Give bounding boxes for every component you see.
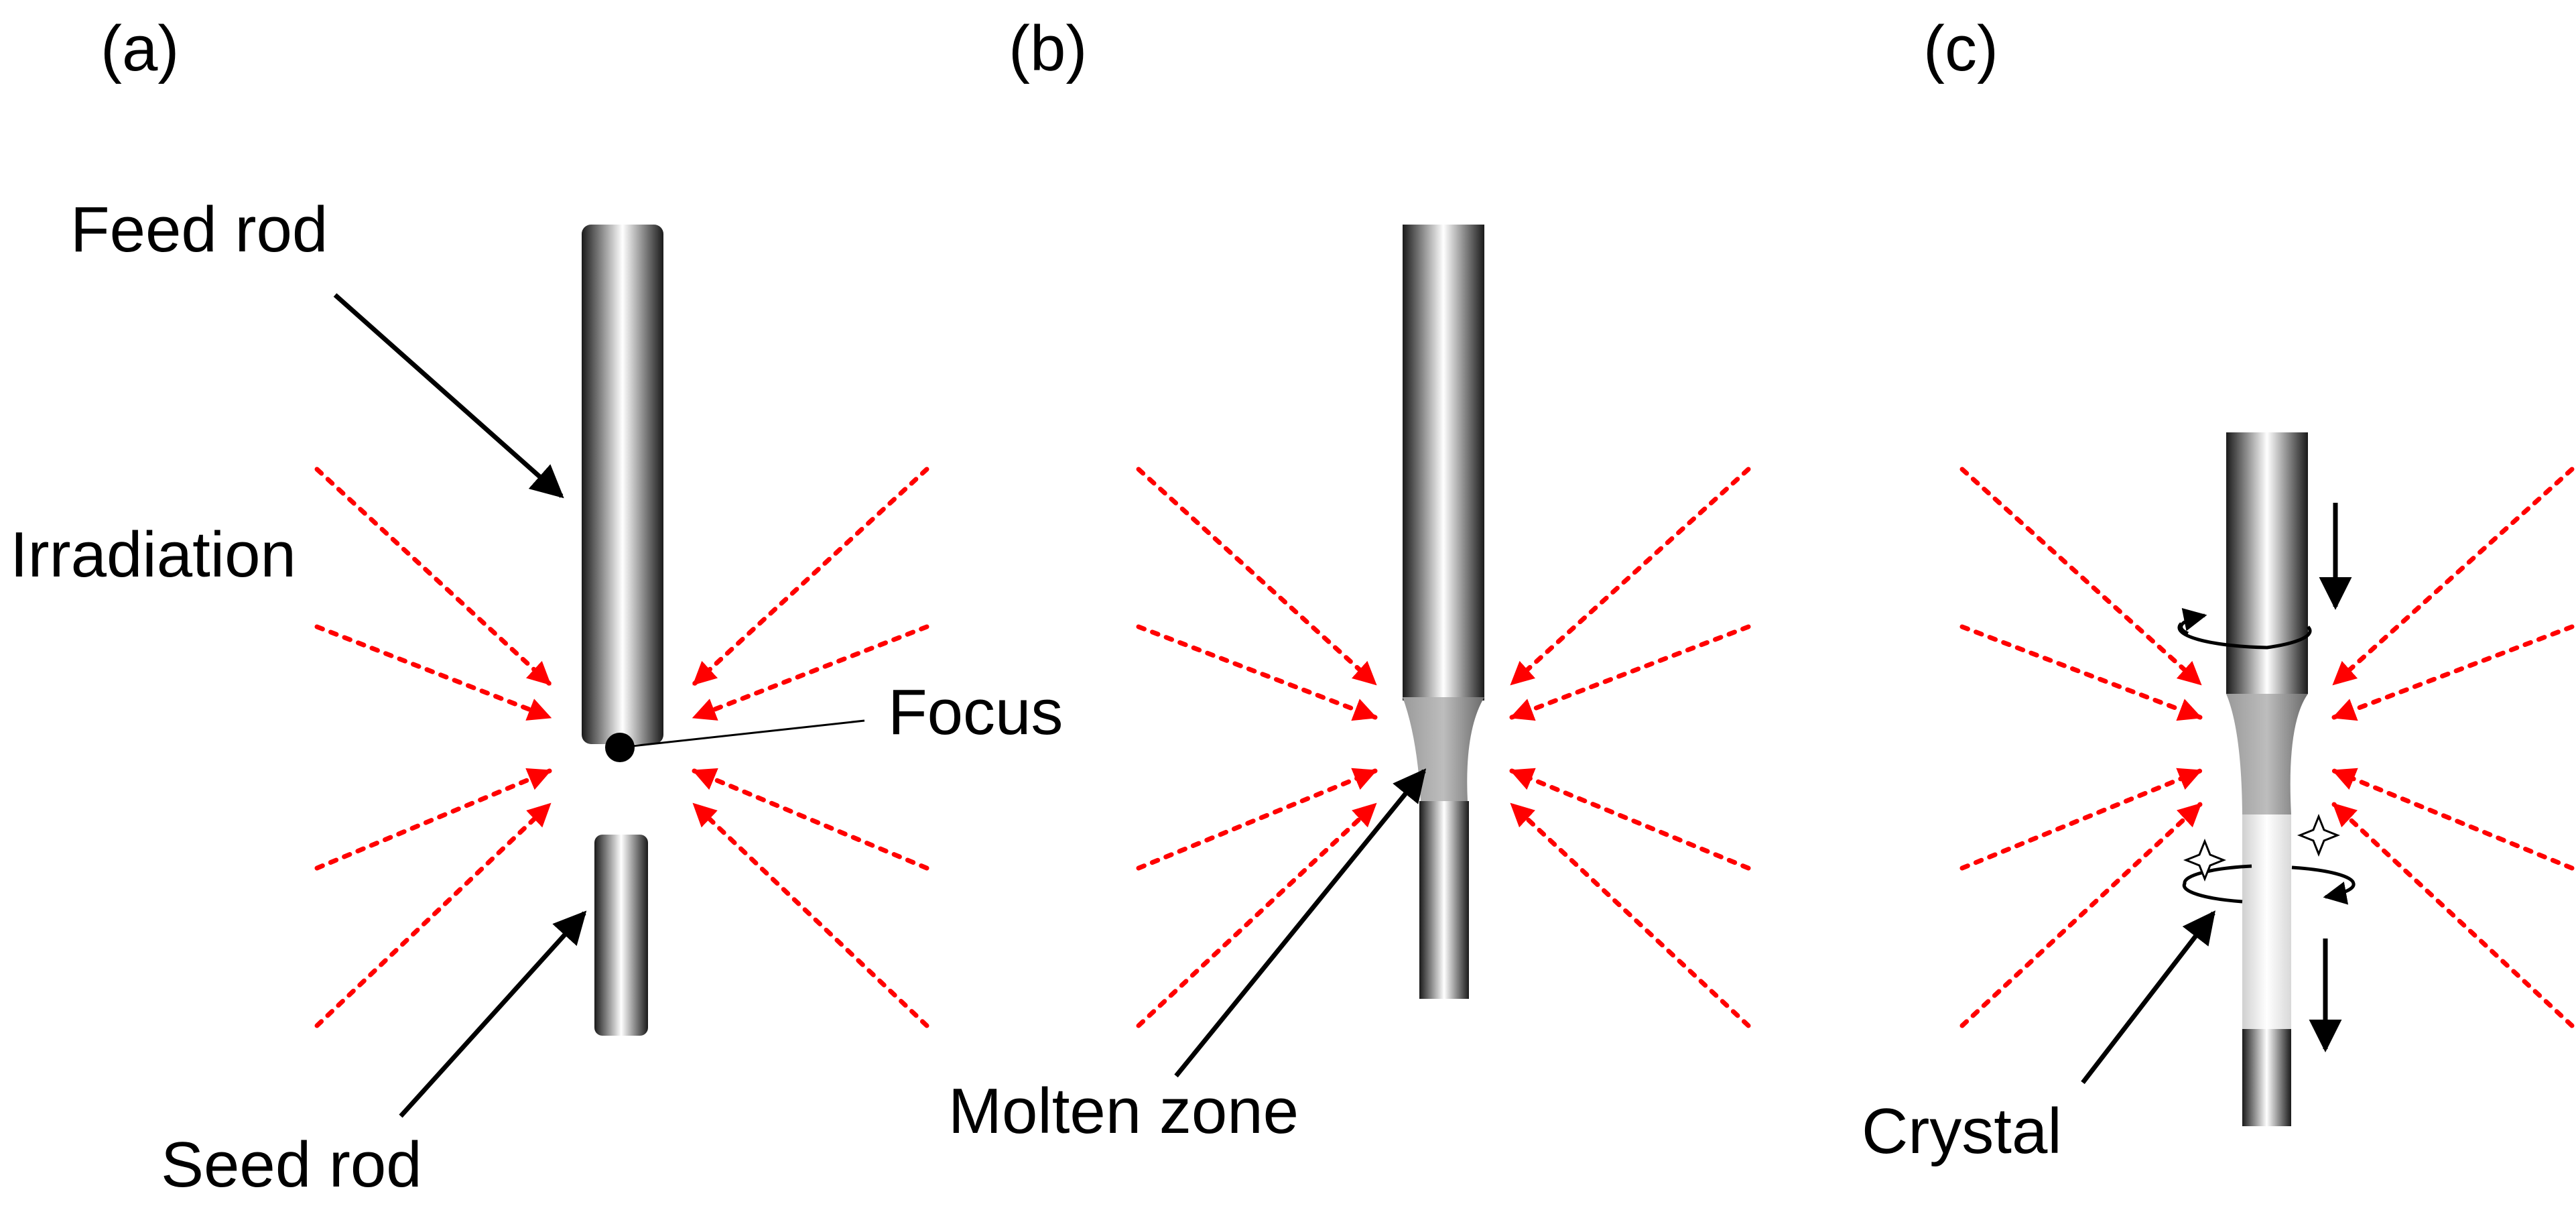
irradiation-ray-arrow-icon [1136, 467, 1378, 686]
irradiation-ray-arrow-icon [2331, 802, 2575, 1028]
panel-label-b: (b) [1009, 13, 1087, 84]
irradiation-ray-arrow-icon [1136, 768, 1378, 871]
irradiation-rays [314, 467, 2575, 1028]
seed-rod [1419, 801, 1469, 999]
molten-zone [2226, 694, 2308, 814]
crystal-arrow-icon [2081, 910, 2215, 1085]
sparkle-icon [2297, 813, 2341, 857]
rotation-arrow-icon [2291, 865, 2356, 905]
panel-b: Molten zone [948, 225, 1484, 1147]
irradiation-ray-arrow-icon [692, 802, 929, 1028]
irradiation-ray-arrow-icon [314, 802, 552, 1028]
irradiation-ray-arrow-icon [692, 624, 929, 721]
irradiation-ray-arrow-icon [1509, 467, 1751, 686]
irradiation-label: Irradiation [10, 519, 296, 591]
rotation-arrow-icon [2182, 864, 2252, 904]
sparkle-icon [2183, 838, 2227, 882]
seed-rod [2242, 1029, 2291, 1126]
feed-rod [1403, 225, 1484, 701]
rotation-arrow-icon [2177, 622, 2312, 650]
panel-a: Feed rod Irradiation Focus Seed rod [10, 194, 1063, 1201]
irradiation-ray-arrow-icon [1959, 802, 2203, 1028]
feed-rod-label: Feed rod [70, 194, 328, 265]
irradiation-ray-arrow-icon [1136, 624, 1378, 721]
irradiation-ray-arrow-icon [1509, 624, 1751, 721]
irradiation-ray-arrow-icon [2331, 624, 2575, 721]
panel-c: Crystal [1862, 432, 2356, 1167]
molten-zone-label: Molten zone [948, 1075, 1299, 1147]
rotation-arrow-icon [2179, 608, 2207, 636]
irradiation-ray-arrow-icon [1959, 467, 2203, 686]
panel-label-a: (a) [101, 13, 179, 84]
crystal [2242, 814, 2291, 1029]
crystal-label: Crystal [1862, 1095, 2062, 1167]
focus-leader-line [619, 719, 865, 749]
panel-label-c: (c) [1923, 13, 1998, 84]
seed-rod-arrow-icon [399, 910, 587, 1118]
seed-rod-label: Seed rod [161, 1129, 422, 1201]
feed-rod-arrow-icon [333, 293, 564, 499]
focus-label: Focus [888, 676, 1063, 748]
irradiation-ray-arrow-icon [2331, 467, 2575, 686]
irradiation-ray-arrow-icon [314, 768, 552, 871]
feed-rod [2226, 432, 2308, 694]
irradiation-ray-arrow-icon [1509, 768, 1751, 871]
irradiation-ray-arrow-icon [314, 467, 552, 686]
irradiation-ray-arrow-icon [1136, 802, 1378, 1028]
irradiation-ray-arrow-icon [314, 624, 552, 721]
irradiation-ray-arrow-icon [1959, 768, 2203, 871]
irradiation-ray-arrow-icon [692, 467, 929, 686]
irradiation-ray-arrow-icon [1959, 624, 2203, 721]
irradiation-ray-arrow-icon [2331, 768, 2575, 871]
molten-zone-arrow-icon [1174, 768, 1427, 1078]
irradiation-ray-arrow-icon [1509, 802, 1751, 1028]
feed-rod [582, 225, 663, 744]
irradiation-ray-arrow-icon [692, 768, 929, 871]
seed-rod [594, 835, 648, 1036]
